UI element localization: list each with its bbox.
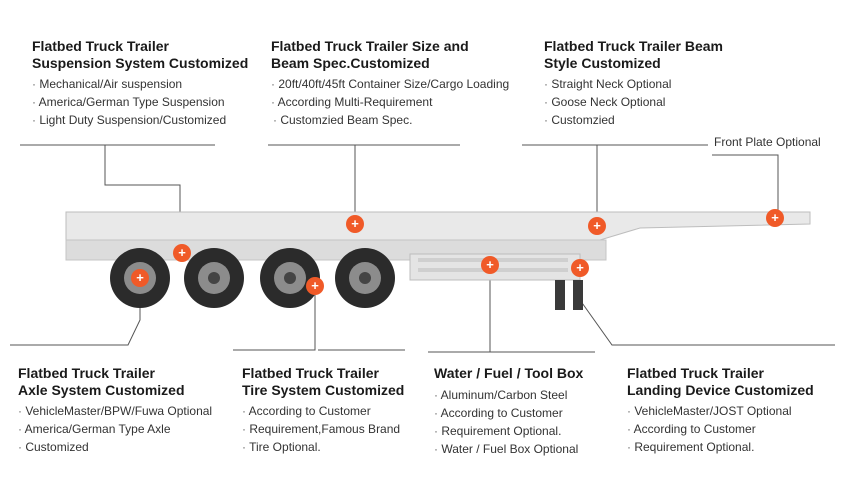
size-beam-title-1: Flatbed Truck Trailer Size and: [271, 38, 469, 54]
suspension-title-1: Flatbed Truck Trailer: [32, 38, 169, 54]
hotspot-front-plate[interactable]: +: [766, 209, 784, 227]
box-block: Water / Fuel / Tool Box Aluminum/Carbon …: [434, 365, 583, 458]
size-beam-item: 20ft/40ft/45ft Container Size/Cargo Load…: [271, 75, 509, 93]
svg-text:+: +: [351, 216, 359, 231]
landing-title-2: Landing Device Customized: [627, 382, 814, 398]
hotspot-size-beam[interactable]: +: [346, 215, 364, 233]
tire-item: Tire Optional.: [242, 438, 404, 456]
beam-style-title-1: Flatbed Truck Trailer Beam: [544, 38, 723, 54]
suspension-item: Mechanical/Air suspension: [32, 75, 248, 93]
size-beam-item: According Multi-Requirement: [271, 93, 509, 111]
svg-text:+: +: [178, 245, 186, 260]
svg-text:+: +: [486, 257, 494, 272]
suspension-item: America/German Type Suspension: [32, 93, 248, 111]
tire-item: Requirement,Famous Brand: [242, 420, 404, 438]
box-item: Requirement Optional.: [434, 422, 583, 440]
size-beam-block: Flatbed Truck Trailer Size and Beam Spec…: [271, 38, 509, 129]
axle-block: Flatbed Truck Trailer Axle System Custom…: [18, 365, 212, 456]
beam-style-item: Straight Neck Optional: [544, 75, 723, 93]
beam-style-block: Flatbed Truck Trailer Beam Style Customi…: [544, 38, 723, 129]
size-beam-item: Customzied Beam Spec.: [271, 111, 509, 129]
hotspot-landing[interactable]: +: [571, 259, 589, 277]
front-plate-label: Front Plate Optional: [714, 135, 821, 149]
box-item: Aluminum/Carbon Steel: [434, 386, 583, 404]
tire-title-1: Flatbed Truck Trailer: [242, 365, 379, 381]
box-title: Water / Fuel / Tool Box: [434, 365, 584, 381]
suspension-block: Flatbed Truck Trailer Suspension System …: [32, 38, 248, 129]
landing-item: Requirement Optional.: [627, 438, 814, 456]
svg-text:+: +: [311, 278, 319, 293]
tire-block: Flatbed Truck Trailer Tire System Custom…: [242, 365, 404, 456]
svg-text:+: +: [771, 210, 779, 225]
tire-title-2: Tire System Customized: [242, 382, 405, 398]
hotspot-tire[interactable]: +: [306, 277, 324, 295]
axle-title-2: Axle System Customized: [18, 382, 185, 398]
axle-item: Customized: [18, 438, 212, 456]
hotspot-box[interactable]: +: [481, 256, 499, 274]
trailer-deck: [65, 211, 811, 310]
beam-style-item: Goose Neck Optional: [544, 93, 723, 111]
tire-item: According to Customer: [242, 402, 404, 420]
svg-text:+: +: [576, 260, 584, 275]
size-beam-title-2: Beam Spec.Customized: [271, 55, 430, 71]
axle-item: VehicleMaster/BPW/Fuwa Optional: [18, 402, 212, 420]
suspension-title-2: Suspension System Customized: [32, 55, 249, 71]
beam-style-title-2: Style Customized: [544, 55, 661, 71]
hotspot-suspension[interactable]: +: [173, 244, 191, 262]
hotspots: + + + + + + + +: [131, 209, 784, 295]
beam-style-item: Customzied: [544, 111, 723, 129]
hotspot-beam-style[interactable]: +: [588, 217, 606, 235]
axle-item: America/German Type Axle: [18, 420, 212, 438]
svg-text:+: +: [136, 270, 144, 285]
landing-title-1: Flatbed Truck Trailer: [627, 365, 764, 381]
suspension-item: Light Duty Suspension/Customized: [32, 111, 248, 129]
axle-title-1: Flatbed Truck Trailer: [18, 365, 155, 381]
landing-item: VehicleMaster/JOST Optional: [627, 402, 814, 420]
box-item: Water / Fuel Box Optional: [434, 440, 583, 458]
svg-text:+: +: [593, 218, 601, 233]
landing-item: According to Customer: [627, 420, 814, 438]
landing-block: Flatbed Truck Trailer Landing Device Cus…: [627, 365, 814, 456]
box-item: According to Customer: [434, 404, 583, 422]
hotspot-axle[interactable]: +: [131, 269, 149, 287]
